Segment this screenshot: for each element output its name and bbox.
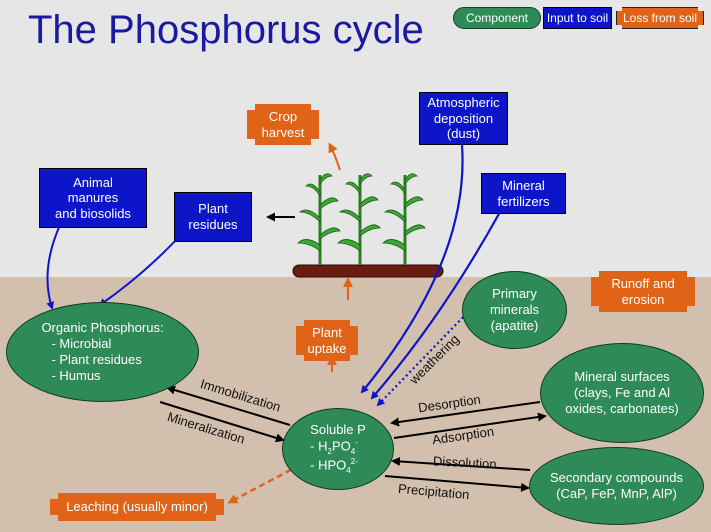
soluble-p-h2po4: - H2PO4- — [310, 438, 358, 457]
organic-phosphorus-component: Organic Phosphorus: - Microbial - Plant … — [6, 302, 199, 402]
page-title: The Phosphorus cycle — [28, 8, 424, 52]
organic-title: Organic Phosphorus: — [41, 319, 164, 335]
organic-item-microbial: - Microbial — [51, 335, 112, 351]
leaching-box: Leaching (usually minor) — [50, 493, 224, 521]
sky-background — [0, 0, 711, 277]
soluble-p-hpo4: - HPO42- — [310, 457, 358, 476]
animal-manures-box: Animal manures and biosolids — [39, 168, 147, 228]
atmospheric-deposition-box: Atmospheric deposition (dust) — [419, 92, 508, 145]
soluble-p-component: Soluble P - H2PO4- - HPO42- — [282, 408, 394, 490]
organic-item-humus: - Humus — [51, 368, 101, 384]
plant-residues-box: Plant residues — [174, 192, 252, 242]
secondary-compounds-component: Secondary compounds (CaP, FeP, MnP, AlP) — [529, 447, 704, 525]
organic-item-plant-residues: - Plant residues — [51, 352, 142, 367]
crop-plants-icon — [292, 173, 444, 278]
plant-uptake-box: Plant uptake — [296, 320, 358, 361]
legend-loss: Loss from soil — [616, 7, 704, 29]
mineral-surfaces-component: Mineral surfaces (clays, Fe and Al oxide… — [540, 343, 704, 443]
primary-minerals-component: Primary minerals (apatite) — [462, 271, 567, 349]
legend-component: Component — [453, 7, 541, 29]
crop-harvest-box: Crop harvest — [247, 104, 319, 145]
runoff-erosion-box: Runoff and erosion — [591, 271, 695, 312]
soluble-p-title: Soluble P — [310, 421, 366, 437]
legend-input: Input to soil — [543, 7, 612, 29]
mineral-fertilizers-box: Mineral fertilizers — [481, 173, 566, 214]
